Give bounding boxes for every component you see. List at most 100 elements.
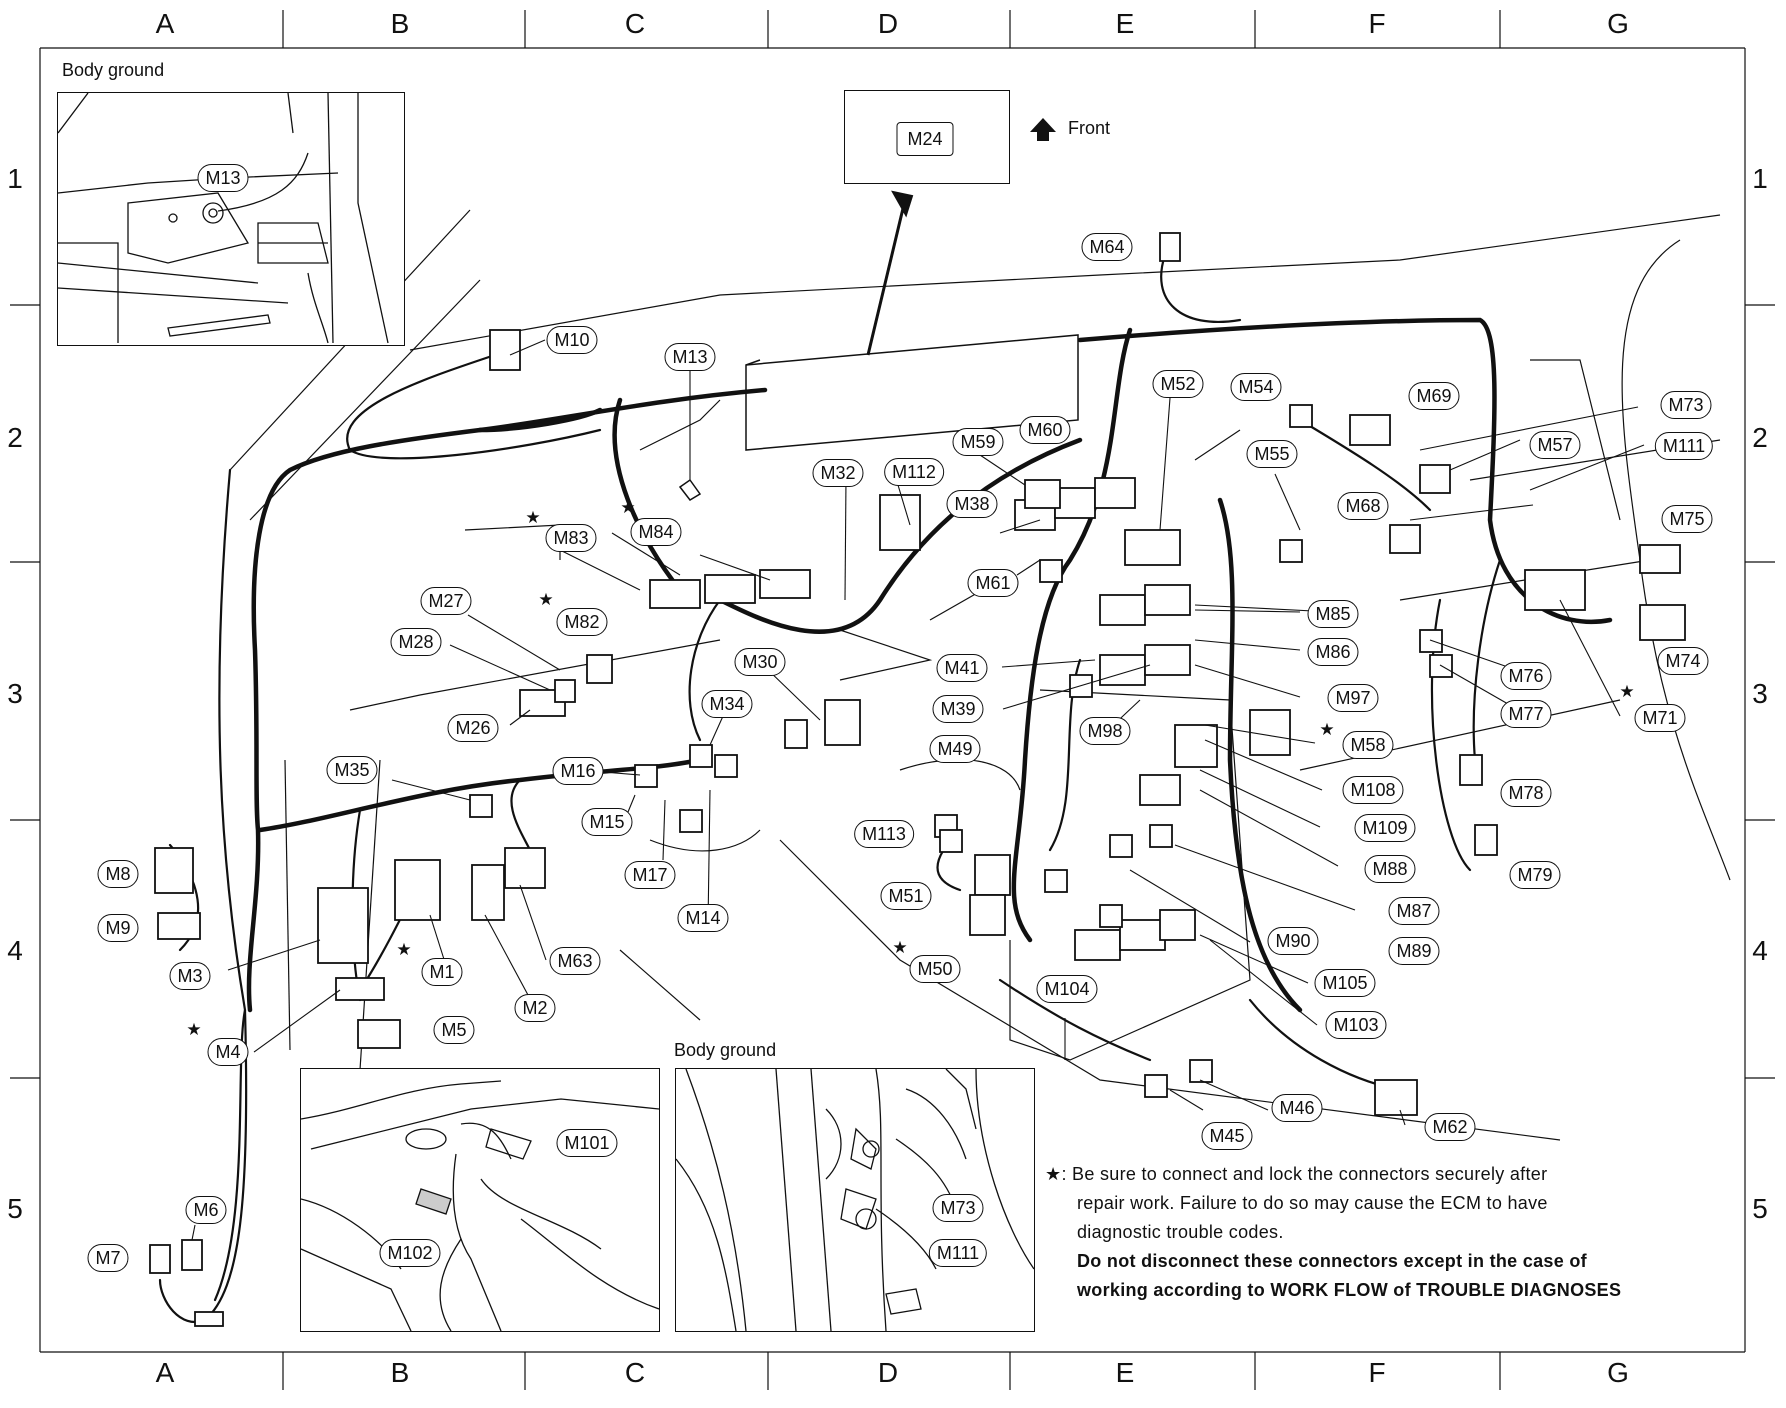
connector-tag-m109: M109 bbox=[1354, 814, 1416, 842]
body-ground-inset-top: M13 bbox=[57, 92, 405, 346]
connector-tag-m49: M49 bbox=[929, 735, 981, 763]
inset-bottom-center-title: Body ground bbox=[674, 1040, 777, 1060]
inset-bottom-left bbox=[300, 1068, 660, 1332]
star-marker-m71: ★ bbox=[1619, 682, 1635, 701]
inset-bottom-left-drawing bbox=[301, 1080, 659, 1331]
connector-tag-m73: M73 bbox=[1660, 391, 1712, 419]
connector-tag-m71: M71 bbox=[1634, 704, 1686, 732]
caution-note: ★: Be sure to connect and lock the conne… bbox=[1045, 1160, 1745, 1305]
connector-tag-m7: M7 bbox=[87, 1244, 129, 1272]
row-label-left-4: 4 bbox=[7, 935, 23, 966]
connector-tag-m9: M9 bbox=[97, 914, 139, 942]
connector-tag-m61: M61 bbox=[967, 569, 1019, 597]
row-label-left-2: 2 bbox=[7, 422, 23, 453]
column-label-top-g: G bbox=[1607, 8, 1629, 39]
connector-tag-m46: M46 bbox=[1271, 1094, 1323, 1122]
connector-tag-m58: M58 bbox=[1342, 731, 1394, 759]
connector-tag-m17: M17 bbox=[624, 861, 676, 889]
connector-tag-m87: M87 bbox=[1388, 897, 1440, 925]
column-label-top-e: E bbox=[1115, 8, 1135, 39]
connector-tag-m32: M32 bbox=[812, 459, 864, 487]
column-label-bottom-b: B bbox=[390, 1357, 410, 1388]
row-label-right-5: 5 bbox=[1752, 1193, 1768, 1224]
connector-tag-m54: M54 bbox=[1230, 373, 1282, 401]
connector-tag-m63: M63 bbox=[549, 947, 601, 975]
connector-tag-m88: M88 bbox=[1364, 855, 1416, 883]
star-marker-m84: ★ bbox=[620, 498, 636, 517]
connector-tag-m64: M64 bbox=[1081, 233, 1133, 261]
connector-tag-m111-inset: M111 bbox=[928, 1239, 988, 1267]
connector-tag-m39: M39 bbox=[932, 695, 984, 723]
star-marker-m83: ★ bbox=[525, 508, 541, 527]
note-line-3: diagnostic trouble codes. bbox=[1077, 1222, 1284, 1242]
star-marker-m58: ★ bbox=[1319, 720, 1335, 739]
star-marker-m1: ★ bbox=[396, 940, 412, 959]
connector-tag-m74: M74 bbox=[1657, 647, 1709, 675]
connector-tag-m89: M89 bbox=[1388, 937, 1440, 965]
connector-tag-m6: M6 bbox=[185, 1196, 227, 1224]
connector-tag-m4: M4 bbox=[207, 1038, 249, 1066]
connector-tag-m34: M34 bbox=[701, 690, 753, 718]
connector-tag-m112: M112 bbox=[884, 458, 944, 486]
connector-tag-m83: M83 bbox=[545, 524, 597, 552]
inset-top-drawing bbox=[58, 93, 389, 344]
row-label-left-5: 5 bbox=[7, 1193, 23, 1224]
connector-tag-m35: M35 bbox=[326, 756, 378, 784]
connector-tag-m111: M111 bbox=[1654, 432, 1714, 460]
connector-tag-m2: M2 bbox=[514, 994, 556, 1022]
connector-tag-m77: M77 bbox=[1500, 700, 1552, 728]
star-marker-m82: ★ bbox=[538, 590, 554, 609]
connector-tag-m82: M82 bbox=[556, 608, 608, 636]
connector-tag-m5: M5 bbox=[433, 1016, 475, 1044]
connector-tag-m13: M13 bbox=[664, 343, 716, 371]
star-marker-m50: ★ bbox=[892, 938, 908, 957]
column-label-bottom-a: A bbox=[155, 1357, 175, 1388]
column-label-bottom-f: F bbox=[1368, 1357, 1386, 1388]
connector-tag-m68: M68 bbox=[1337, 492, 1389, 520]
note-line-1-text: : Be sure to connect and lock the connec… bbox=[1061, 1164, 1548, 1184]
column-label-top-c: C bbox=[624, 8, 646, 39]
connector-tag-m86: M86 bbox=[1307, 638, 1359, 666]
column-label-top-a: A bbox=[155, 8, 175, 39]
connector-tag-m85: M85 bbox=[1307, 600, 1359, 628]
connector-tag-m41: M41 bbox=[936, 654, 988, 682]
connector-tag-m84: M84 bbox=[630, 518, 682, 546]
connector-tag-m113: M113 bbox=[854, 820, 914, 848]
row-label-right-4: 4 bbox=[1752, 935, 1768, 966]
connector-tag-m69: M69 bbox=[1408, 382, 1460, 410]
row-label-left-1: 1 bbox=[7, 163, 23, 194]
connector-tag-m10: M10 bbox=[546, 326, 598, 354]
connector-tag-m62: M62 bbox=[1424, 1113, 1476, 1141]
connector-tag-m52: M52 bbox=[1152, 370, 1204, 398]
connector-tag-m108: M108 bbox=[1342, 776, 1404, 804]
connector-tag-m30: M30 bbox=[734, 648, 786, 676]
connector-tag-m104: M104 bbox=[1036, 975, 1098, 1003]
connector-tag-m90: M90 bbox=[1267, 927, 1319, 955]
row-label-left-3: 3 bbox=[7, 678, 23, 709]
front-arrow-icon bbox=[1030, 118, 1056, 132]
connector-tag-m76: M76 bbox=[1500, 662, 1552, 690]
connector-tag-m60: M60 bbox=[1019, 416, 1071, 444]
star-marker-m4: ★ bbox=[186, 1020, 202, 1039]
connector-tag-m50: M50 bbox=[909, 955, 961, 983]
row-label-right-2: 2 bbox=[1752, 422, 1768, 453]
connector-tag-m59: M59 bbox=[952, 428, 1004, 456]
column-label-top-f: F bbox=[1368, 8, 1386, 39]
connector-tag-m97: M97 bbox=[1327, 684, 1379, 712]
connector-tag-m105: M105 bbox=[1314, 969, 1376, 997]
connector-tag-m16: M16 bbox=[552, 757, 604, 785]
connector-tag-m57: M57 bbox=[1529, 431, 1581, 459]
row-label-right-1: 1 bbox=[1752, 163, 1768, 194]
connector-tag-m101: M101 bbox=[556, 1129, 618, 1157]
connector-tag-m98: M98 bbox=[1079, 717, 1131, 745]
front-label: Front bbox=[1068, 118, 1111, 138]
connector-tag-m79: M79 bbox=[1509, 861, 1561, 889]
column-label-top-d: D bbox=[877, 8, 899, 39]
column-label-bottom-c: C bbox=[624, 1357, 646, 1388]
note-line-4: Do not disconnect these connectors excep… bbox=[1077, 1251, 1587, 1271]
connector-tag-m1: M1 bbox=[421, 958, 463, 986]
connector-tag-m78: M78 bbox=[1500, 779, 1552, 807]
connector-tag-m27: M27 bbox=[420, 587, 472, 615]
